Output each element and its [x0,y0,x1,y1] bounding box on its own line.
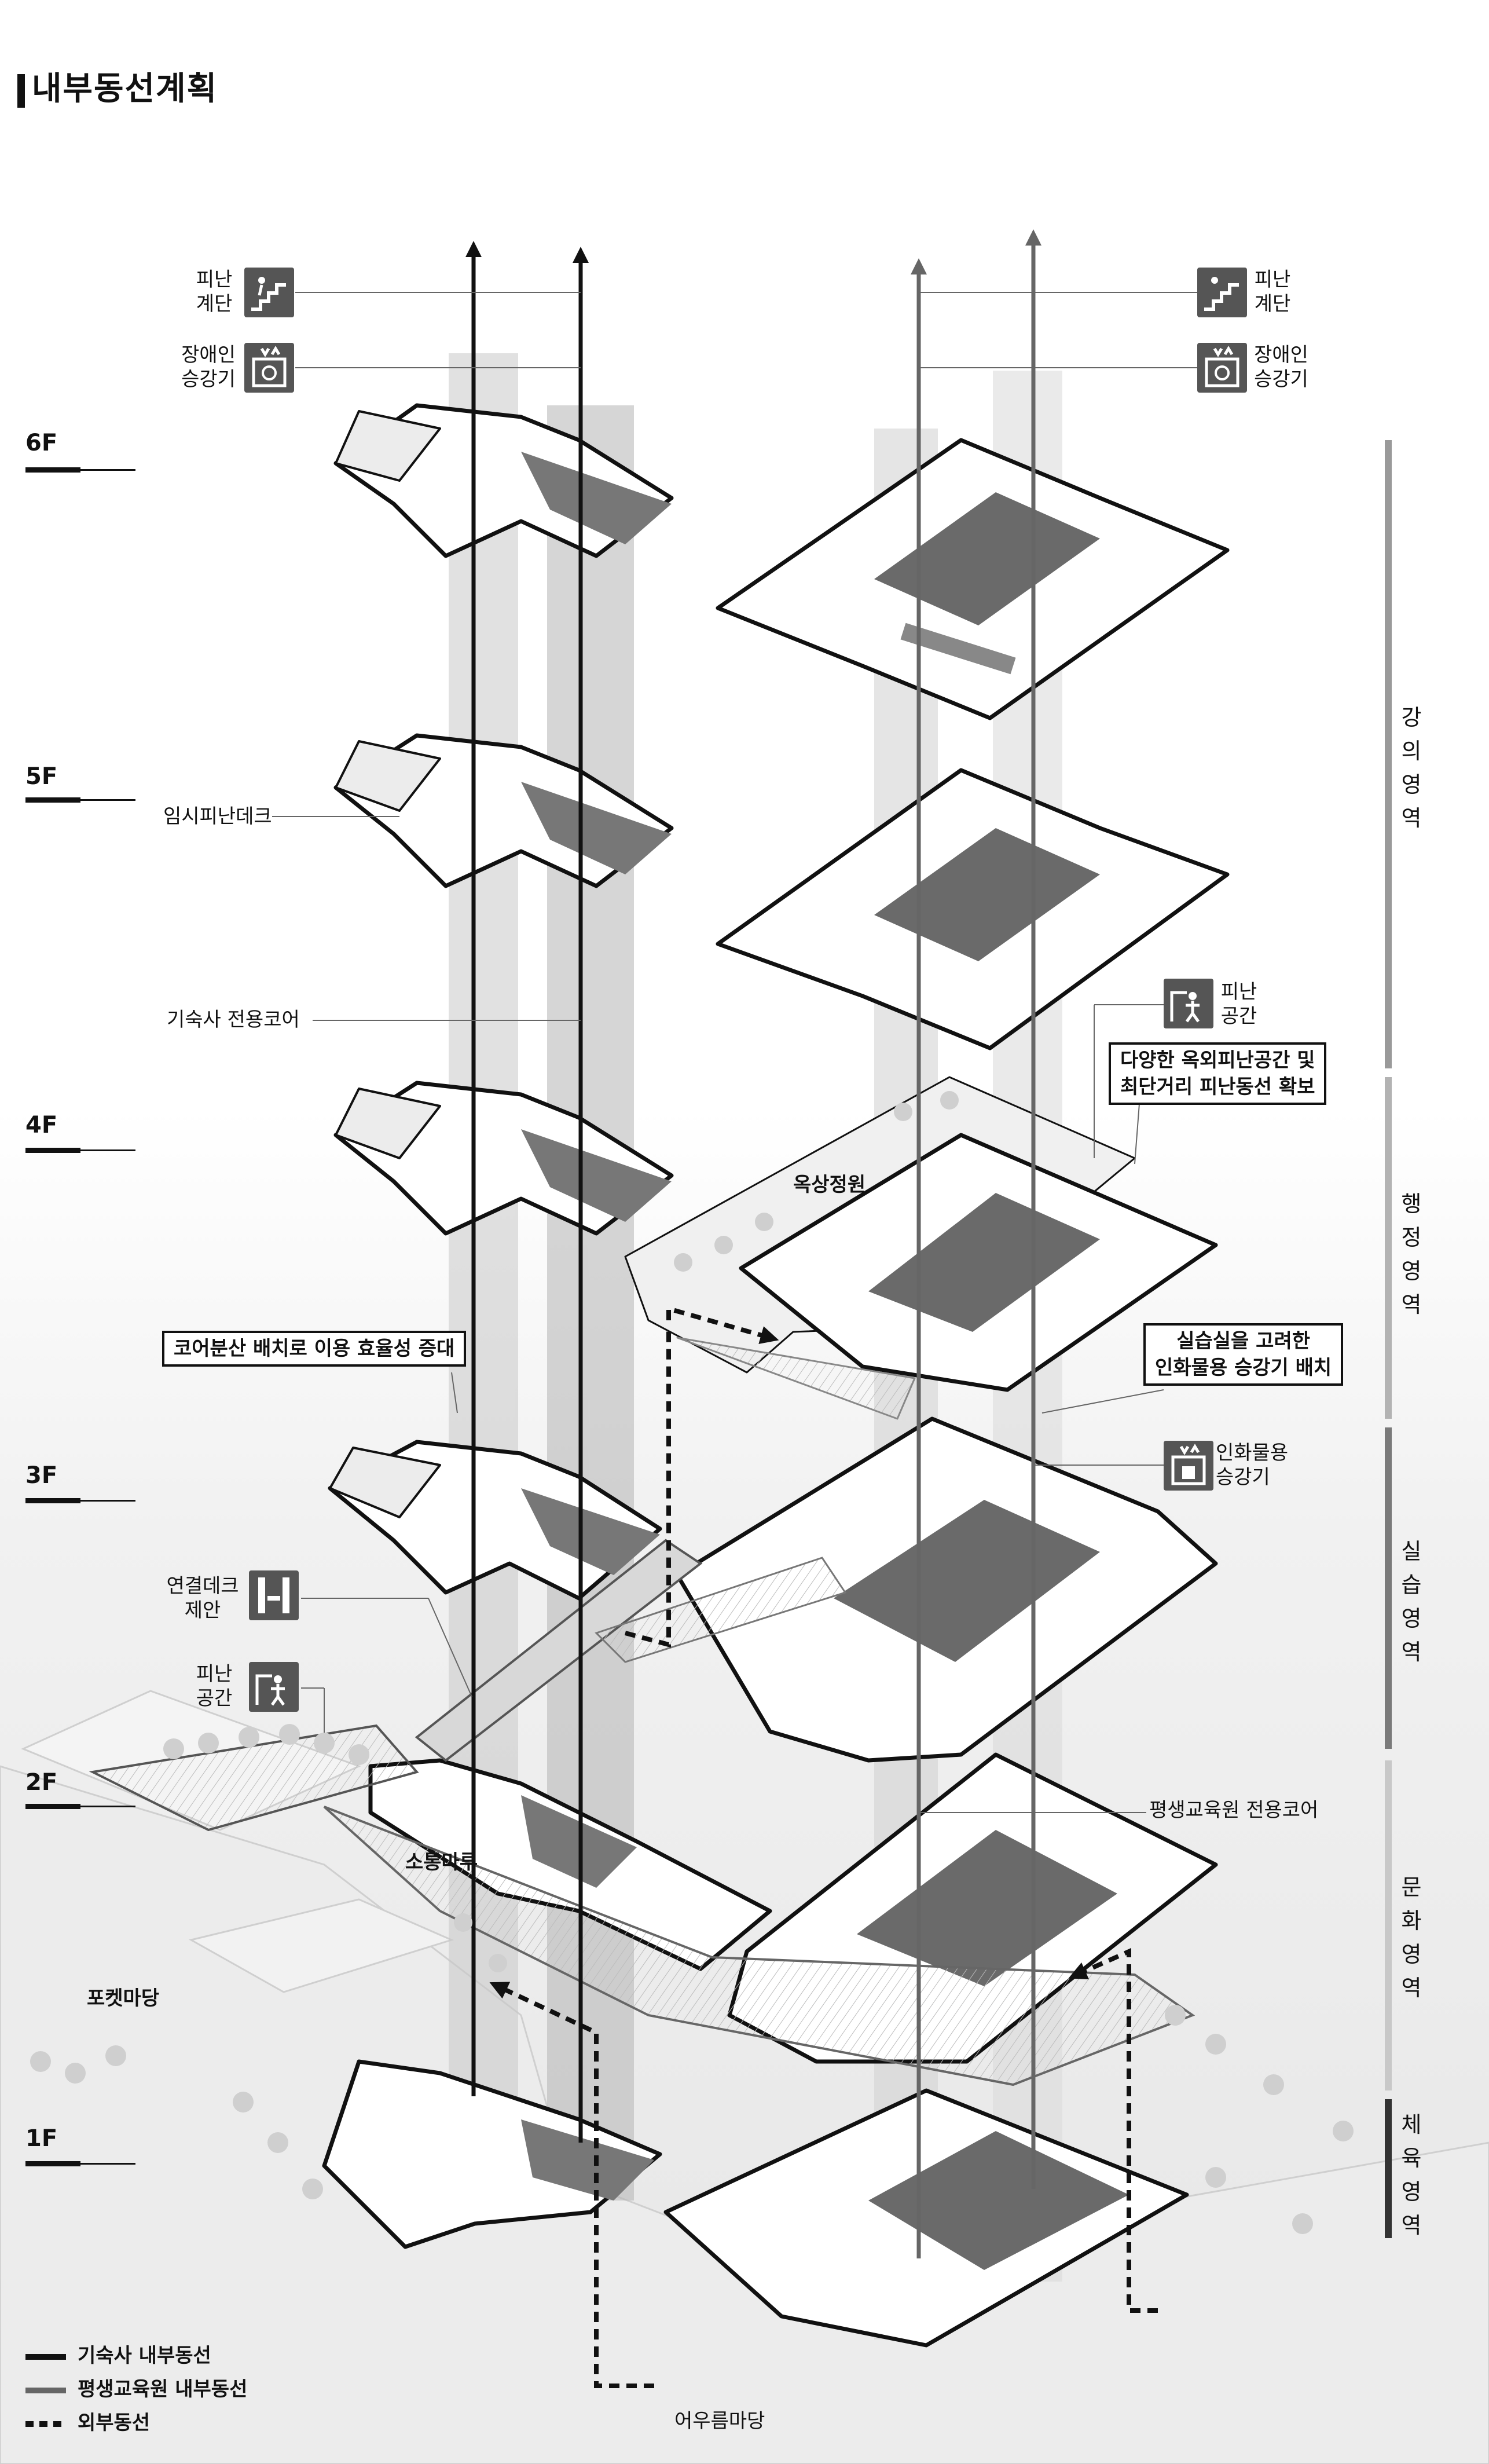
decks [89,1539,1195,2086]
right-stairs-label: 피난 계단 [1254,268,1291,316]
communication-floor-label: 소통마루 [405,1851,478,1874]
community-yard-label: 어우름마당 [674,2410,765,2433]
floor-line-5f [25,797,135,803]
floor-label-3f: 3F [25,1462,58,1489]
dorm-3f [328,1440,662,1601]
edu-floor-plates [624,438,1230,2348]
outdoor-refuge-callout: 다양한 옥외피난공간 및 최단거리 피난동선 확보 [1109,1042,1327,1105]
temp-deck-label: 임시피난데크 [163,805,272,828]
zone-bar-sports [1385,2099,1392,2238]
left-refuge-label: 피난 공간 [196,1663,233,1710]
edu-4f-roof-garden [624,1076,1218,1420]
edu-6f [716,438,1230,720]
freight-elevator-label: 인화물용 승강기 [1216,1441,1289,1489]
zone-bar-culture [1385,1760,1392,2090]
dorm-5f [333,733,674,888]
zone-bar-practice [1385,1427,1392,1749]
legend-edu: 평생교육원 내부동선 [25,2373,247,2401]
legend-dorm: 기숙사 내부동선 [25,2339,211,2368]
connecting-deck-icon [249,1570,299,1620]
edu-5f [716,768,1230,1050]
dorm-6f [333,403,674,558]
external-circulation [489,1305,1158,2388]
legend-external: 외부동선 [25,2407,150,2435]
edu-circulation [911,229,1041,2258]
freight-elevator-icon [1164,1441,1213,1491]
zone-bar-lecture [1385,440,1392,1068]
pocket-yard-label: 포켓마당 [87,1987,160,2010]
floor-label-1f: 1F [25,2125,58,2152]
dorm-circulation [465,241,589,2143]
floor-line-3f [25,1498,135,1503]
stairs-icon [244,268,294,317]
accessible-elevator-icon-right [1197,343,1247,393]
floor-label-4f: 4F [25,1112,58,1138]
dorm-core-label: 기숙사 전용코어 [167,1008,300,1031]
floor-label-6f: 6F [25,430,58,456]
edu-1f [663,2088,1189,2348]
right-refuge-label: 피난 공간 [1220,980,1257,1028]
core-split-callout: 코어분산 배치로 이용 효율성 증대 [162,1331,467,1367]
left-stairs-label: 피난 계단 [196,268,233,316]
connect-deck-label: 연결데크 제안 [166,1575,239,1622]
stairs-icon-right [1197,268,1247,317]
leader-lines [272,292,1198,1813]
refuge-space-icon [249,1662,299,1712]
left-elevator-label: 장애인 승강기 [181,343,236,391]
freight-lift-callout: 실습실을 고려한 인화물용 승강기 배치 [1143,1323,1344,1386]
floor-line-4f [25,1148,135,1153]
floor-line-1f [25,2161,135,2166]
dorm-1f [322,2059,662,2249]
page-title: 내부동선계획 [17,63,218,109]
zone-bar-admin [1385,1077,1392,1419]
right-elevator-label: 장애인 승강기 [1254,343,1308,391]
dorm-4f [333,1081,674,1236]
floor-line-6f [25,467,135,473]
floor-label-2f: 2F [25,1769,58,1796]
rooftop-garden-label: 옥상정원 [793,1173,866,1196]
trees [30,1091,1354,2234]
accessible-elevator-icon [244,343,294,393]
floor-line-2f [25,1804,135,1809]
refuge-space-icon-right [1164,979,1213,1028]
edu-core-label: 평생교육원 전용코어 [1149,1799,1319,1822]
floor-label-5f: 5F [25,763,58,790]
